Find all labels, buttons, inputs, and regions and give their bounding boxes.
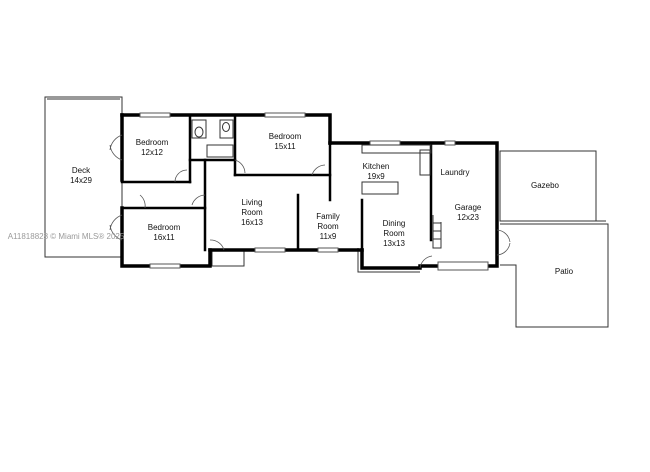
deck-size: 14x29 [70,176,92,185]
laundry-label: Laundry [441,168,470,177]
garage-label: Garage [455,203,482,212]
family-label-1: Family [316,212,340,221]
living-label-1: Living [242,198,263,207]
dining-label-1: Dining [383,219,406,228]
family-size: 11x9 [320,232,337,241]
kitchen-label: Kitchen [363,162,390,171]
bedroom1-label: Bedroom [136,138,169,147]
patio-area [500,220,609,328]
living-label-2: Room [241,208,263,217]
bedroom2-label: Bedroom [269,132,302,141]
bedroom3-label: Bedroom [148,223,181,232]
living-size: 16x13 [241,218,263,227]
kitchen-size: 19x9 [367,172,385,181]
dining-label-2: Room [383,229,405,238]
deck-label: Deck [72,166,91,175]
doors [109,134,511,269]
kitchen-fixtures [361,144,432,195]
family-label-2: Room [317,222,339,231]
bedroom1-size: 12x12 [141,148,163,157]
interior-walls [120,113,433,252]
patio-label: Patio [555,267,574,276]
watermark-text: A11818828 © Miami MLS® 2025 [8,232,125,241]
bedroom2-size: 15x11 [274,142,296,151]
front-step [211,248,420,273]
stairs [432,215,442,249]
windows [139,112,489,271]
bedroom3-size: 16x11 [153,233,175,242]
garage-size: 12x23 [457,213,479,222]
bathroom-fixtures [191,119,234,158]
dining-size: 13x13 [383,239,405,248]
gazebo-label: Gazebo [531,181,560,190]
